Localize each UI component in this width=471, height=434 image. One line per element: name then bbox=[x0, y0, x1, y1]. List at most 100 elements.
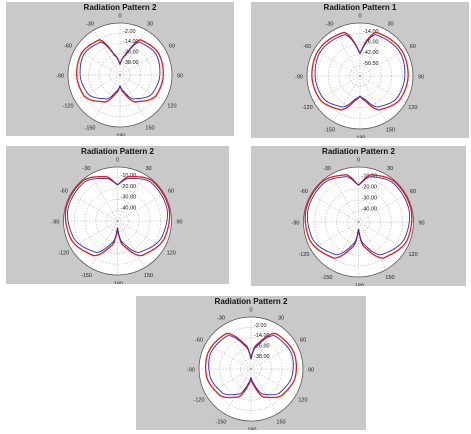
angle-tick-label: 90 bbox=[418, 221, 424, 227]
grid-ring bbox=[327, 43, 393, 109]
chart-title: Radiation Pattern 2 bbox=[215, 297, 288, 306]
angle-tick-label: -60 bbox=[303, 44, 311, 50]
angle-tick-label: 30 bbox=[147, 22, 153, 28]
radial-label: -30.00 bbox=[121, 195, 137, 201]
angle-tick-label: -120 bbox=[302, 105, 313, 111]
grid-spoke bbox=[117, 193, 165, 222]
angle-tick-label: -60 bbox=[300, 189, 308, 195]
grid-spoke bbox=[310, 221, 359, 250]
radial-label: -26.00 bbox=[254, 344, 270, 350]
angle-tick-label: -150 bbox=[324, 127, 335, 133]
radial-label: -30.00 bbox=[362, 195, 378, 201]
angle-tick-label: 0 bbox=[118, 14, 121, 20]
angle-tick-label: -150 bbox=[321, 275, 332, 281]
angle-tick-label: 30 bbox=[387, 166, 393, 172]
grid-spoke bbox=[205, 368, 252, 396]
angle-tick-label: -150 bbox=[84, 125, 95, 131]
angle-tick-label: -180 bbox=[354, 136, 365, 139]
angle-tick-label: -30 bbox=[83, 166, 91, 172]
angle-tick-label: -60 bbox=[64, 44, 72, 50]
angle-tick-label: -90 bbox=[292, 221, 300, 227]
angle-tick-label: 120 bbox=[298, 398, 307, 404]
radial-label: -42.00 bbox=[363, 50, 379, 56]
radial-label: -14.00 bbox=[254, 333, 270, 339]
grid-spoke bbox=[117, 174, 145, 222]
angle-tick-label: -180 bbox=[353, 284, 364, 287]
grid-ring bbox=[349, 65, 371, 87]
grid-spoke bbox=[74, 48, 121, 76]
angle-tick-label: -90 bbox=[187, 368, 195, 374]
grid-spoke bbox=[358, 174, 387, 223]
radial-label: -40.00 bbox=[121, 206, 137, 212]
grid-spoke bbox=[70, 193, 118, 222]
angle-tick-label: 150 bbox=[386, 127, 395, 133]
series-blue-curve bbox=[314, 34, 406, 108]
angle-tick-label: 0 bbox=[357, 158, 360, 164]
radial-label: -40.00 bbox=[362, 206, 378, 212]
angle-tick-label: 60 bbox=[169, 44, 175, 50]
polar-plot: Radiation Pattern 20306090120150-180-150… bbox=[187, 297, 314, 430]
chart-title: Radiation Pattern 1 bbox=[324, 3, 397, 12]
radial-label: -38.00 bbox=[123, 60, 139, 66]
angle-tick-label: -120 bbox=[298, 252, 309, 258]
angle-tick-label: -30 bbox=[326, 22, 334, 28]
grid-spoke bbox=[224, 323, 252, 370]
angle-tick-label: -30 bbox=[86, 22, 94, 28]
angle-tick-label: 90 bbox=[418, 75, 424, 81]
series-blue-curve bbox=[67, 177, 168, 253]
polar-plot: Radiation Pattern 10306090120150-180-150… bbox=[295, 3, 424, 139]
angle-tick-label: 120 bbox=[408, 105, 417, 111]
series-blue-curve bbox=[306, 176, 411, 256]
radial-label: -14.00 bbox=[363, 29, 379, 35]
chart-title: Radiation Pattern 2 bbox=[81, 147, 154, 156]
angle-tick-label: 0 bbox=[116, 158, 119, 164]
angle-tick-label: 150 bbox=[276, 419, 285, 425]
angle-tick-label: 60 bbox=[168, 189, 174, 195]
grid-spoke bbox=[90, 174, 118, 222]
angle-tick-label: -120 bbox=[58, 251, 69, 257]
angle-tick-label: -180 bbox=[112, 282, 123, 285]
grid-spoke bbox=[119, 48, 166, 76]
grid-ring bbox=[106, 209, 129, 233]
grid-spoke bbox=[117, 220, 165, 249]
chart-title: Radiation Pattern 2 bbox=[84, 3, 157, 12]
angle-tick-label: 90 bbox=[308, 368, 314, 374]
angle-tick-label: -60 bbox=[60, 189, 68, 195]
angle-tick-label: 90 bbox=[177, 74, 183, 80]
angle-tick-label: -90 bbox=[295, 75, 303, 81]
series-blue-curve bbox=[79, 41, 161, 100]
radial-label: -2.00 bbox=[123, 29, 136, 35]
polar-plot: Radiation Pattern 20306090120150-180-150… bbox=[52, 147, 183, 285]
radial-label: -50.50 bbox=[363, 61, 379, 67]
radial-label: -14.00 bbox=[123, 39, 139, 45]
radial-label: -38.00 bbox=[254, 354, 270, 360]
radial-label: -10.00 bbox=[362, 173, 378, 179]
angle-tick-label: -90 bbox=[56, 74, 64, 80]
angle-tick-label: 120 bbox=[167, 251, 176, 257]
radial-label: -20.00 bbox=[121, 184, 137, 190]
polar-plot: Radiation Pattern 20306090120150-180-150… bbox=[56, 3, 183, 137]
angle-tick-label: 0 bbox=[249, 308, 252, 314]
angle-tick-label: 150 bbox=[144, 273, 153, 279]
grid-spoke bbox=[250, 342, 297, 370]
angle-tick-label: 120 bbox=[408, 252, 417, 258]
grid-spoke bbox=[250, 323, 278, 370]
grid-ring bbox=[78, 33, 162, 117]
angle-tick-label: -180 bbox=[114, 134, 125, 137]
grid-spoke bbox=[358, 221, 407, 250]
grid-spoke bbox=[119, 29, 147, 76]
grid-spoke bbox=[330, 221, 359, 270]
angle-tick-label: 120 bbox=[167, 104, 176, 110]
grid-ring bbox=[314, 177, 403, 267]
angle-tick-label: -90 bbox=[52, 220, 60, 226]
grid-spoke bbox=[224, 368, 252, 415]
grid-spoke bbox=[358, 221, 387, 270]
radial-label: -2.00 bbox=[254, 323, 267, 329]
angle-tick-label: -30 bbox=[323, 166, 331, 172]
grid-spoke bbox=[310, 194, 359, 223]
